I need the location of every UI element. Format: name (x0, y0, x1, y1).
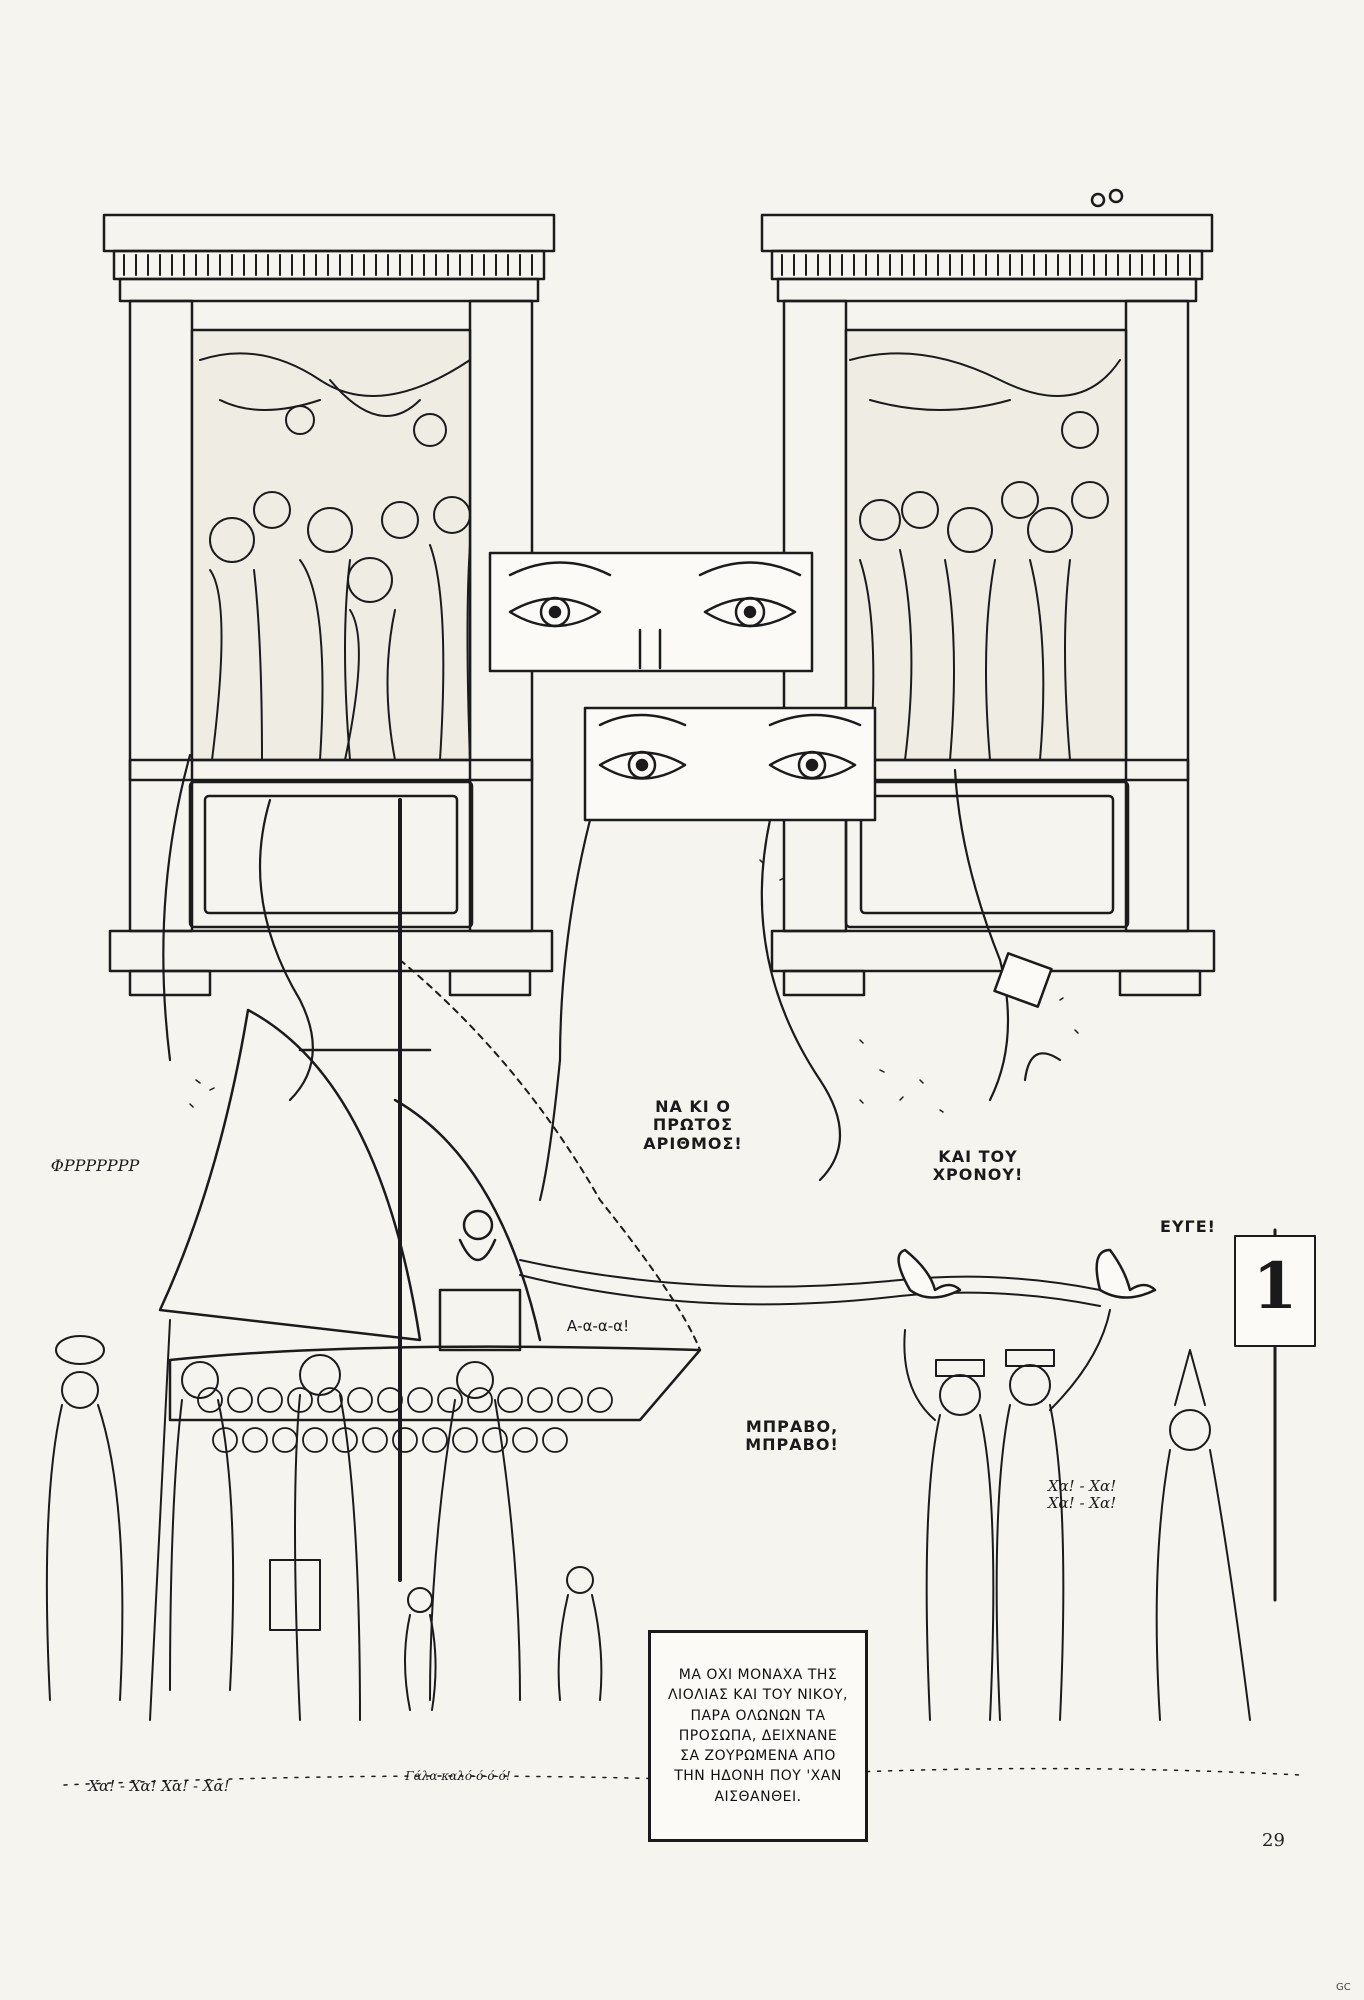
folk-dancers-group (45, 1319, 603, 1721)
speech-aaa: Α-α-α-α! (566, 1317, 630, 1335)
narration-caption-text: ΜΑ ΟΧΙ ΜΟΝΑΧΑ ΤΗΣ ΛΙΟΛΙΑΣ ΚΑΙ ΤΟΥ ΝΙΚΟΥ,… (667, 1666, 849, 1805)
laugh-right-text: Χα! - Χα! Χα! - Χα! (1047, 1477, 1117, 1513)
laugh-left-text: Χα! - Χα! Χα! - Χα! (88, 1777, 230, 1795)
eyes-panel-bottom (583, 706, 877, 822)
right-balcony-window (760, 188, 1216, 997)
narration-caption-box: ΜΑ ΟΧΙ ΜΟΝΑΧΑ ΤΗΣ ΛΙΟΛΙΑΣ ΚΑΙ ΤΟΥ ΝΙΚΟΥ,… (648, 1630, 868, 1842)
eyes-panel-top (488, 551, 814, 673)
scan-watermark: GC (1336, 1982, 1351, 1993)
sailors-and-sign-bearer (903, 1228, 1316, 1721)
milk-vendor-cry: Γάλα καλό-ό-ό-ό! (405, 1769, 511, 1783)
page-number: 29 (1262, 1830, 1285, 1851)
speech-first-number: ΝΑ ΚΙ Ο ΠΡΩΤΟΣ ΑΡΙΘΜΟΣ! (643, 1097, 743, 1153)
parade-float-boat (158, 798, 702, 1582)
whistle-sound-text: ΦΡΡΡΡΡΡΡ (50, 1156, 140, 1175)
speech-bravo: ΜΠΡΑΒΟ, ΜΠΡΑΒΟ! (745, 1417, 839, 1455)
doves (897, 1248, 1157, 1299)
speech-bravo-short: ΕΥΓΕ! (1160, 1217, 1216, 1236)
ribbon (519, 1259, 1101, 1307)
speech-of-the-year: ΚΑΙ ΤΟΥ ΧΡΟΝΟΥ! (932, 1147, 1024, 1185)
sign-number: 1 (1252, 1249, 1298, 1324)
